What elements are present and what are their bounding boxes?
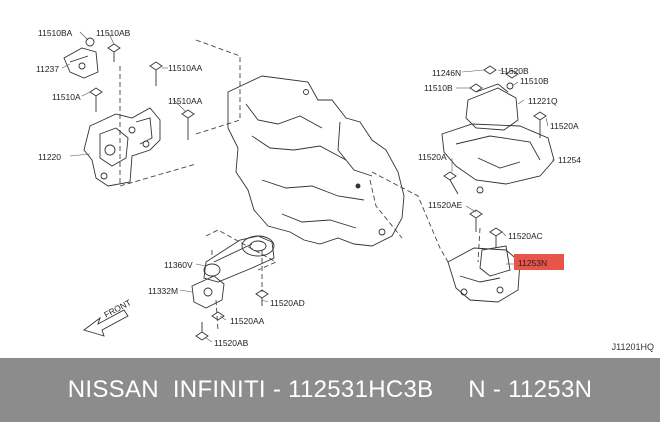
- callout-11520a-right: 11520A: [550, 121, 579, 131]
- callout-11520a-left: 11520A: [418, 152, 447, 162]
- callout-11254: 11254: [558, 155, 581, 165]
- callout-11237: 11237: [36, 64, 59, 74]
- lower-bracket: [191, 275, 225, 309]
- torque-rod: [203, 235, 275, 283]
- callout-11510aa-mid: 11510AA: [168, 96, 203, 106]
- callout-11520ad: 11520AD: [270, 298, 305, 308]
- callout-11510aa-top: 11510AA: [168, 63, 203, 73]
- callout-11332m: 11332M: [148, 286, 178, 296]
- callout-11510b-left: 11510B: [424, 83, 453, 93]
- callout-11520aa: 11520AA: [230, 316, 265, 326]
- engine-block-outline: [227, 75, 405, 247]
- callout-11360v: 11360V: [164, 260, 193, 270]
- highlight-box-11253n: [514, 254, 564, 270]
- top-left-bracket: [63, 47, 99, 79]
- left-mount-bracket: [83, 107, 161, 187]
- callout-11520ab: 11520AB: [214, 338, 249, 348]
- right-lower-mount: [447, 247, 521, 303]
- callout-11246n: 11246N: [432, 68, 461, 78]
- exploded-parts-diagram: 11510BA 11510AB 11237 11510AA 11510A 115…: [36, 28, 581, 348]
- part-number-text: NISSAN INFINITI - 112531HC3B N - 11253N: [67, 376, 593, 403]
- callout-11253n: 11253N: [518, 258, 547, 268]
- callout-11221q: 11221Q: [528, 96, 558, 106]
- callout-11220: 11220: [38, 152, 61, 162]
- callout-11520b: 11520B: [500, 66, 529, 76]
- right-upper-mount: [465, 87, 519, 131]
- front-arrow-icon: [83, 309, 129, 337]
- callout-11520ae: 11520AE: [428, 200, 463, 210]
- diagram-code: J11201HQ: [611, 342, 654, 352]
- callout-11510ba: 11510BA: [38, 28, 73, 38]
- callout-11510a-left: 11510A: [52, 92, 81, 102]
- callout-11520ac: 11520AC: [508, 231, 543, 241]
- callout-11510b-right: 11510B: [520, 76, 549, 86]
- callout-11510ab: 11510AB: [96, 28, 131, 38]
- part-number-banner: NISSAN INFINITI - 112531HC3B N - 11253N: [0, 358, 660, 422]
